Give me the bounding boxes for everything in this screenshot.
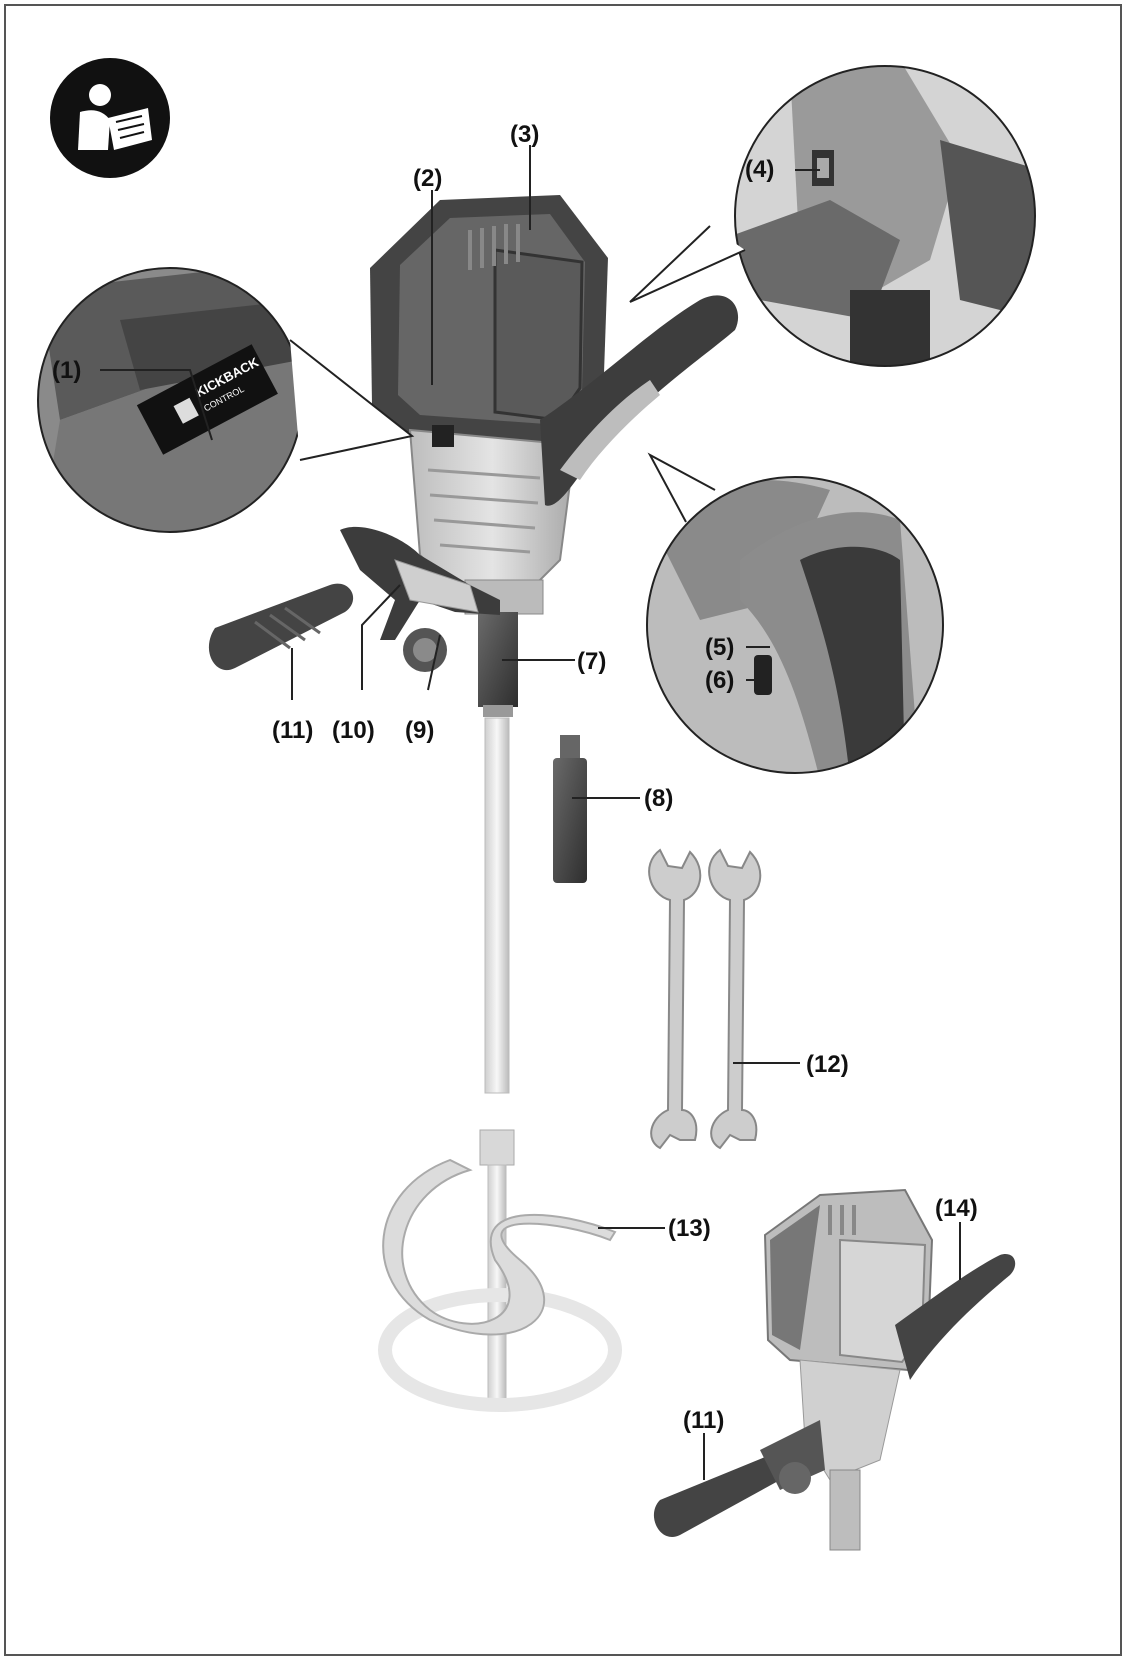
label-10: (10)	[332, 717, 375, 744]
read-manual-icon	[50, 58, 170, 178]
label-11: (11)	[272, 717, 313, 744]
label-9: (9)	[405, 717, 434, 744]
mixer-drill-small	[653, 1188, 1016, 1551]
inset-kickback-control: KICKBACK CONTROL	[37, 267, 415, 533]
label-2: (2)	[413, 165, 442, 192]
label-5: (5)	[705, 634, 734, 661]
label-6: (6)	[705, 667, 734, 694]
inset-switches	[646, 452, 944, 774]
label-13: (13)	[668, 1215, 711, 1242]
label-8: (8)	[644, 785, 673, 812]
label-7: (7)	[577, 648, 606, 675]
inset-lock-button	[629, 65, 1036, 367]
part-labels: (1) (2) (3) (4) (5) (6) (7) (8) (9) (10)…	[52, 121, 978, 1434]
label-1: (1)	[52, 357, 81, 384]
label-14: (14)	[935, 1195, 978, 1222]
label-3: (3)	[510, 121, 539, 148]
label-4: (4)	[745, 156, 774, 183]
adapter-part	[553, 735, 587, 883]
leader-lines	[100, 145, 961, 1480]
label-11-small: (11)	[683, 1407, 724, 1434]
mixing-paddle	[378, 717, 622, 1412]
mixer-drill-main	[208, 195, 739, 717]
wrenches	[648, 848, 762, 1150]
label-12: (12)	[806, 1051, 849, 1078]
